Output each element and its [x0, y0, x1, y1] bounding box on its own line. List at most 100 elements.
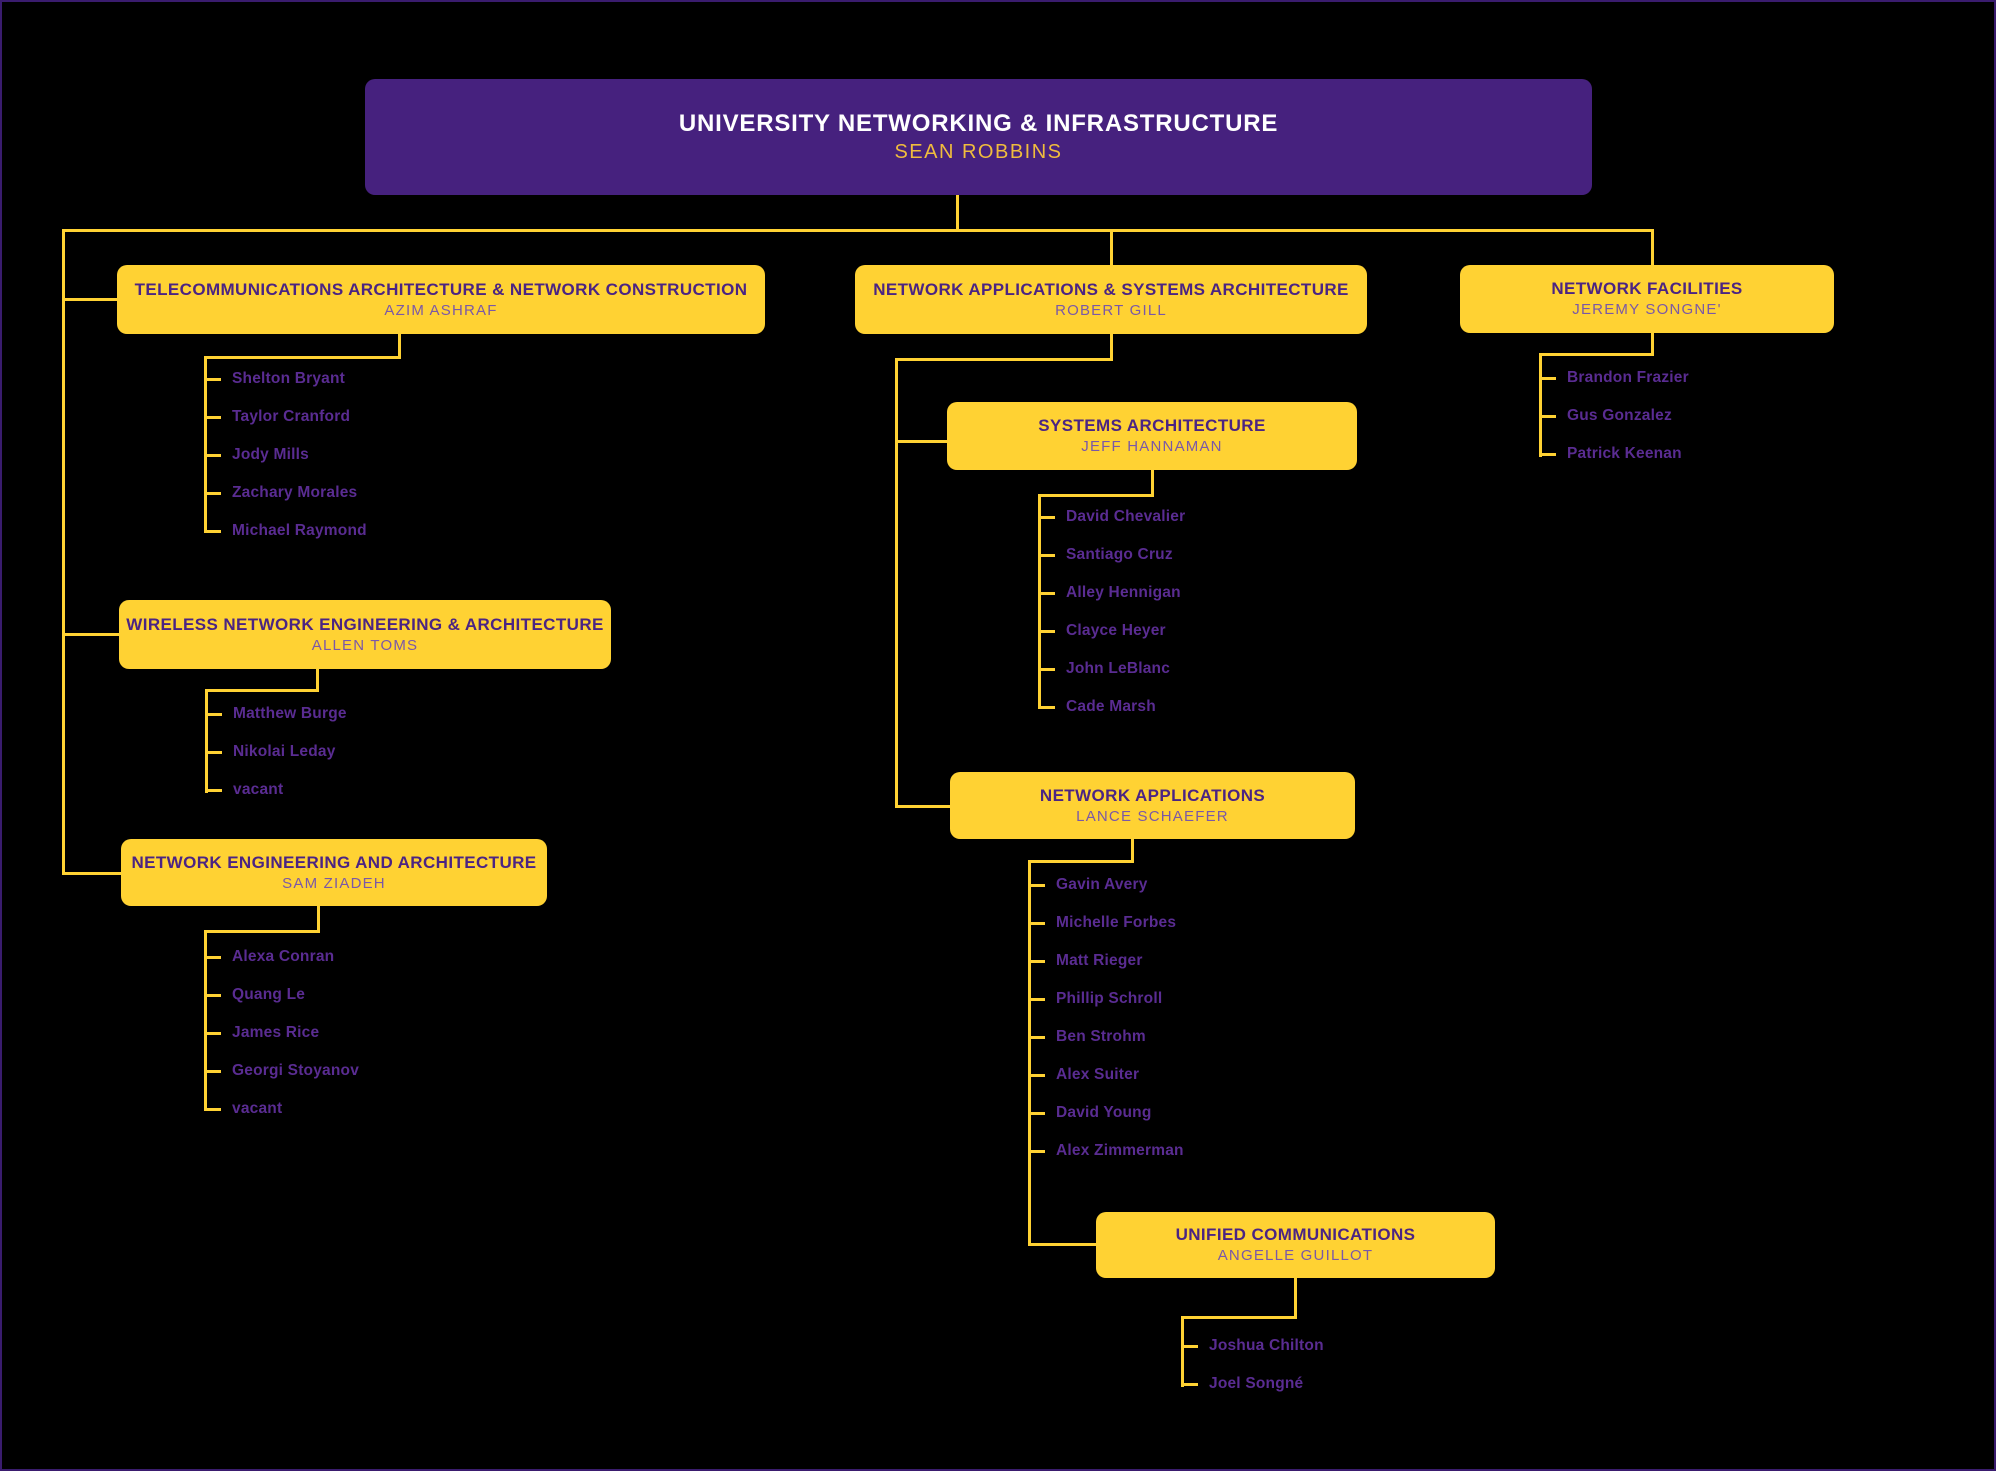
- connector-line: [204, 930, 207, 1111]
- member-name: Alley Hennigan: [1038, 574, 1358, 612]
- connector-line: [1110, 334, 1113, 361]
- member-name: Joel Songné: [1181, 1365, 1501, 1403]
- connector-line: [62, 229, 1654, 232]
- member-name: Ben Strohm: [1028, 1018, 1348, 1056]
- connector-line: [204, 356, 401, 359]
- member-name: Santiago Cruz: [1038, 536, 1358, 574]
- connector-line: [62, 633, 119, 636]
- connector-line: [1294, 1278, 1297, 1319]
- dept-box-systems-architecture: SYSTEMS ARCHITECTURE JEFF HANNAMAN: [947, 402, 1357, 470]
- dept-title: NETWORK APPLICATIONS: [1039, 785, 1266, 805]
- connector-line: [205, 689, 319, 692]
- member-name: Patrick Keenan: [1539, 435, 1859, 473]
- dept-box-network-engineering: NETWORK ENGINEERING AND ARCHITECTURE SAM…: [121, 839, 547, 906]
- member-name: Alex Zimmerman: [1028, 1132, 1348, 1170]
- dept-box-network-facilities: NETWORK FACILITIES JEREMY SONGNE': [1460, 265, 1834, 333]
- connector-line: [1539, 353, 1654, 356]
- member-name: Gavin Avery: [1028, 866, 1348, 904]
- dept-manager-name: ROBERT GILL: [1055, 301, 1167, 319]
- member-name: Shelton Bryant: [204, 360, 524, 398]
- connector-line: [895, 358, 1113, 361]
- connector-line: [1651, 333, 1654, 356]
- connector-line: [895, 805, 950, 808]
- member-name: vacant: [204, 1090, 524, 1128]
- connector-line: [205, 689, 208, 793]
- dept-manager-name: SAM ZIADEH: [282, 874, 386, 892]
- dept-title: TELECOMMUNICATIONS ARCHITECTURE & NETWOR…: [134, 279, 748, 299]
- dept-manager-name: JEFF HANNAMAN: [1081, 438, 1223, 456]
- connector-line: [1038, 494, 1154, 497]
- dept-title: NETWORK FACILITIES: [1551, 279, 1743, 299]
- connector-line: [1028, 860, 1134, 863]
- dept-box-unified-communications: UNIFIED COMMUNICATIONS ANGELLE GUILLOT: [1096, 1212, 1495, 1278]
- member-name: Alex Suiter: [1028, 1056, 1348, 1094]
- member-name: Alexa Conran: [204, 938, 524, 976]
- connector-line: [317, 906, 320, 933]
- connector-line: [62, 872, 121, 875]
- connector-line: [1151, 470, 1154, 497]
- member-name: Matthew Burge: [205, 695, 525, 733]
- connector-line: [1028, 1243, 1096, 1246]
- member-name: David Young: [1028, 1094, 1348, 1132]
- member-name: Michelle Forbes: [1028, 904, 1348, 942]
- dept-box-wireless: WIRELESS NETWORK ENGINEERING & ARCHITECT…: [119, 600, 611, 669]
- connector-line: [316, 669, 319, 692]
- dept-box-network-applications-systems-architecture: NETWORK APPLICATIONS & SYSTEMS ARCHITECT…: [855, 265, 1367, 334]
- member-name: Gus Gonzalez: [1539, 397, 1859, 435]
- connector-line: [895, 358, 898, 808]
- connector-line: [62, 229, 65, 875]
- dept-manager-name: ANGELLE GUILLOT: [1217, 1247, 1374, 1265]
- dept-title: UNIFIED COMMUNICATIONS: [1175, 1225, 1416, 1245]
- member-name: David Chevalier: [1038, 498, 1358, 536]
- member-name: Brandon Frazier: [1539, 359, 1859, 397]
- connector-line: [1038, 494, 1041, 709]
- member-name: Nikolai Leday: [205, 733, 525, 771]
- connector-line: [1131, 839, 1134, 863]
- dept-title: SYSTEMS ARCHITECTURE: [1038, 416, 1266, 436]
- dept-box-network-applications: NETWORK APPLICATIONS LANCE SCHAEFER: [950, 772, 1355, 839]
- member-name: Georgi Stoyanov: [204, 1052, 524, 1090]
- member-name: Cade Marsh: [1038, 688, 1358, 726]
- dept-title: WIRELESS NETWORK ENGINEERING & ARCHITECT…: [126, 614, 604, 634]
- connector-line: [1539, 353, 1542, 457]
- connector-line: [956, 195, 959, 232]
- member-name: John LeBlanc: [1038, 650, 1358, 688]
- member-name: Clayce Heyer: [1038, 612, 1358, 650]
- member-name: Michael Raymond: [204, 512, 524, 550]
- member-name: James Rice: [204, 1014, 524, 1052]
- connector-line: [1651, 229, 1654, 267]
- member-name: Quang Le: [204, 976, 524, 1014]
- root-title: UNIVERSITY NETWORKING & INFRASTRUCTURE: [678, 110, 1279, 137]
- member-name: Phillip Schroll: [1028, 980, 1348, 1018]
- member-name: Matt Rieger: [1028, 942, 1348, 980]
- connector-line: [1110, 229, 1113, 267]
- root-manager-name: SEAN ROBBINS: [894, 141, 1063, 163]
- connector-line: [895, 440, 947, 443]
- member-name: Joshua Chilton: [1181, 1327, 1501, 1365]
- dept-title: NETWORK APPLICATIONS & SYSTEMS ARCHITECT…: [873, 279, 1349, 299]
- dept-manager-name: LANCE SCHAEFER: [1076, 807, 1229, 825]
- connector-line: [62, 298, 117, 301]
- dept-manager-name: AZIM ASHRAF: [384, 301, 498, 319]
- connector-line: [1181, 1316, 1184, 1387]
- connector-line: [204, 930, 320, 933]
- connector-line: [398, 334, 401, 359]
- member-name: Jody Mills: [204, 436, 524, 474]
- connector-line: [1181, 1316, 1297, 1319]
- connector-line: [1028, 860, 1031, 1246]
- dept-manager-name: ALLEN TOMS: [311, 636, 419, 654]
- root-box: UNIVERSITY NETWORKING & INFRASTRUCTURE S…: [365, 79, 1592, 195]
- dept-box-telecommunications: TELECOMMUNICATIONS ARCHITECTURE & NETWOR…: [117, 265, 765, 334]
- dept-title: NETWORK ENGINEERING AND ARCHITECTURE: [131, 852, 537, 872]
- member-name: Zachary Morales: [204, 474, 524, 512]
- dept-manager-name: JEREMY SONGNE': [1572, 301, 1722, 319]
- member-name: Taylor Cranford: [204, 398, 524, 436]
